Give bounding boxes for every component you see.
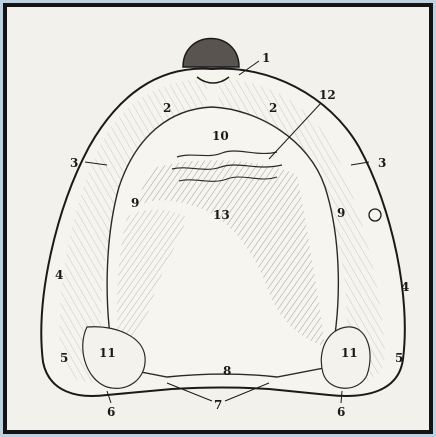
label-11b: 11: [341, 346, 358, 360]
figure-frame: 1 2 2 3 3 4 4 5 5 6 6 7 8 9 9 10 11 11 1…: [3, 3, 433, 434]
label-4b: 4: [401, 280, 409, 294]
label-7: 7: [214, 398, 222, 412]
right-buccal-bump: [369, 209, 381, 221]
label-12: 12: [319, 88, 336, 102]
label-5a: 5: [60, 351, 68, 365]
label-11a: 11: [99, 346, 116, 360]
label-9a: 9: [131, 196, 139, 210]
label-5b: 5: [395, 351, 403, 365]
label-2b: 2: [269, 101, 277, 115]
label-10: 10: [212, 129, 229, 143]
label-2a: 2: [163, 101, 171, 115]
tray-handle: [183, 39, 239, 68]
maxillary-denture-illustration: 1 2 2 3 3 4 4 5 5 6 6 7 8 9 9 10 11 11 1…: [7, 7, 429, 430]
label-8: 8: [223, 364, 231, 378]
label-3a: 3: [70, 156, 78, 170]
label-13: 13: [213, 208, 230, 222]
label-6b: 6: [337, 405, 345, 419]
label-6a: 6: [107, 405, 115, 419]
label-1a: 1: [262, 51, 270, 65]
label-3b: 3: [378, 156, 386, 170]
label-9b: 9: [337, 206, 345, 220]
label-4a: 4: [55, 268, 63, 282]
